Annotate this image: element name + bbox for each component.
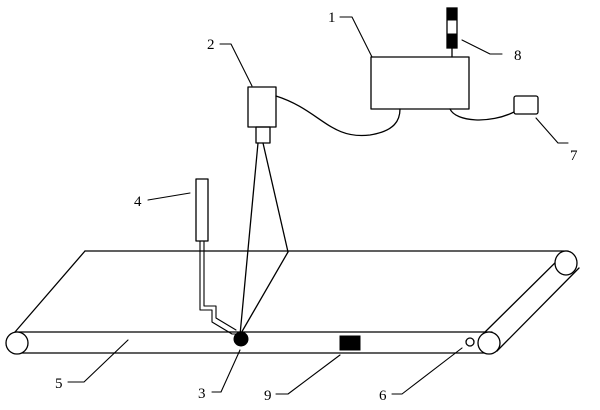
label-part: 9	[264, 388, 272, 404]
camera-field-of-view	[239, 142, 289, 336]
conveyor-part	[339, 335, 361, 351]
sensor	[195, 178, 239, 335]
label-conveyor: 5	[55, 376, 63, 392]
conveyor-belt	[5, 250, 580, 355]
label-remote: 7	[570, 148, 578, 164]
controller-box	[370, 56, 470, 110]
indicator-lamp	[446, 7, 458, 58]
label-target: 3	[198, 386, 206, 402]
leader-lines	[67, 16, 569, 395]
target-point	[233, 331, 249, 347]
label-sensor: 4	[134, 194, 142, 210]
label-indicator: 8	[514, 48, 522, 64]
label-camera: 2	[207, 37, 215, 53]
remote-device	[449, 95, 539, 121]
label-encoder: 6	[379, 388, 387, 404]
camera	[247, 86, 401, 144]
label-controller: 1	[328, 10, 336, 26]
encoder	[465, 337, 475, 347]
